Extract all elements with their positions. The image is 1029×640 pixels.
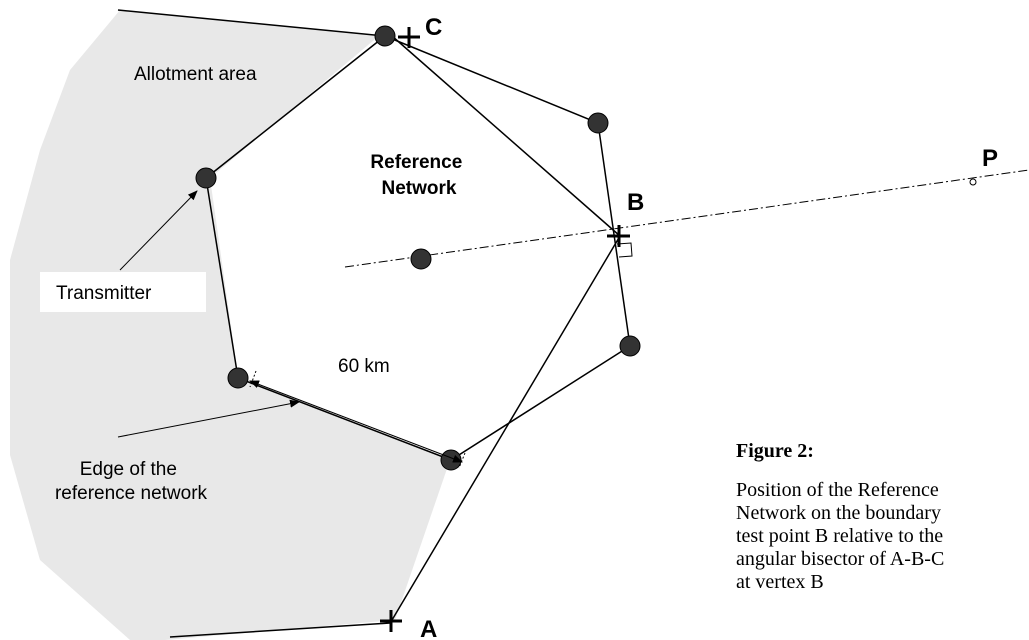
- reference-network-label-line: Reference: [370, 152, 462, 173]
- point-b-label: B: [627, 189, 644, 216]
- cross-markers: [380, 27, 630, 632]
- point-p-label: P: [982, 145, 998, 172]
- edge-leader-arrow: [117, 399, 300, 438]
- transmitter-dot: [227, 367, 249, 389]
- cross-a: [380, 610, 402, 632]
- transmitter-dot: [374, 25, 396, 47]
- dimension-tick-left: [249, 370, 257, 388]
- reference-network-label-line: Network: [382, 178, 457, 199]
- allotment-area-label: Allotment area: [134, 64, 257, 85]
- allotment-boundary-bottom: [169, 622, 391, 638]
- point-c-label: C: [425, 14, 442, 41]
- transmitter-dot: [587, 112, 609, 134]
- distance-label: 60 km: [338, 356, 390, 377]
- allotment-boundary-top: [117, 9, 386, 37]
- cross-c: [398, 27, 420, 48]
- transmitter-dot: [619, 335, 641, 357]
- cross-b: [607, 225, 630, 247]
- right-angle-marker: [616, 242, 633, 258]
- line-b-to-a: [391, 235, 621, 621]
- transmitter-label: Transmitter: [56, 283, 152, 304]
- edge-label: Edge of the reference network: [55, 459, 208, 504]
- figure-caption: Figure 2: Position of the Reference Netw…: [736, 440, 1029, 594]
- line-c-to-b: [391, 35, 621, 237]
- edge-label-line: reference network: [55, 483, 208, 504]
- point-a-label: A: [420, 616, 437, 640]
- caption-text: Position of the Reference Network on the…: [736, 479, 945, 593]
- transmitter-label-box: [40, 272, 206, 312]
- angular-bisector-line: [344, 169, 1029, 268]
- transmitter-dot: [195, 167, 217, 189]
- transmitter-dot: [410, 248, 432, 270]
- point-p-marker: [969, 178, 977, 186]
- edge-label-line: Edge of the: [80, 459, 177, 480]
- caption-title: Figure 2:: [736, 440, 814, 462]
- dimension-arrow-60km: [249, 380, 463, 463]
- transmitter-leader-arrow: [119, 190, 198, 271]
- reference-network-label: Reference Network: [370, 152, 467, 199]
